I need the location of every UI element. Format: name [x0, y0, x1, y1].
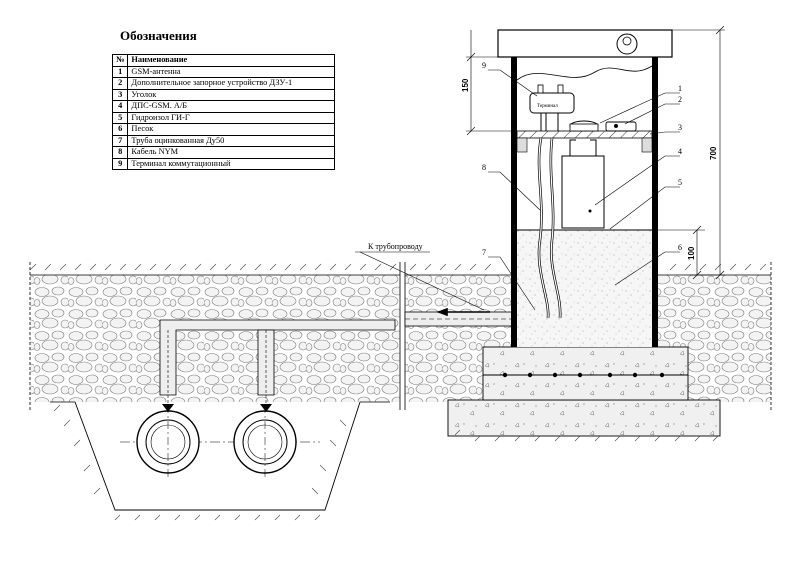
clamp-marks	[162, 404, 272, 412]
comm-terminal	[529, 92, 575, 114]
dimension-150-label: 150	[461, 78, 470, 92]
legend-row-num: 7	[111, 134, 129, 147]
dimension-100-label: 100	[687, 246, 696, 260]
dps-gsm-battery	[561, 155, 605, 229]
callout-7: 7	[482, 248, 486, 257]
callout-1: 1	[678, 84, 682, 93]
well-wall-right	[652, 57, 658, 347]
callout-9: 9	[482, 61, 486, 70]
callout-8: 8	[482, 163, 486, 172]
foundation-block	[482, 346, 689, 401]
wall-break-line	[516, 65, 653, 81]
callout-2: 2	[678, 95, 682, 104]
well-wall-left	[511, 57, 517, 347]
dps-mount-straps	[569, 139, 597, 156]
pipeline-trench	[74, 401, 361, 511]
legend-row-num: 8	[111, 146, 129, 159]
legend-title: Обозначения	[120, 28, 197, 43]
legend-row-name: Труба оцинкованная Ду50	[127, 134, 336, 147]
callout-5: 5	[678, 178, 682, 187]
pipeline-right	[233, 405, 297, 480]
legend-row-name: Песок	[127, 123, 336, 136]
foundation-slab	[447, 399, 721, 437]
comm-terminal-label: Терминал	[537, 104, 558, 109]
legend-row-num: 4	[111, 100, 129, 113]
nym-cable-2-inner	[550, 137, 561, 319]
gsm-antenna-base	[569, 123, 599, 132]
terminal-leads	[540, 113, 559, 131]
protective-pipe-left	[159, 319, 396, 396]
arrow-label: К трубопроводу	[368, 242, 423, 251]
legend-row-name: Кабель NYM	[127, 146, 336, 159]
callout-6: 6	[678, 243, 682, 252]
angle-bracket	[516, 130, 653, 139]
arrow-label-leader	[359, 251, 485, 311]
legend-row-num: 6	[111, 123, 129, 136]
sand-fill	[511, 230, 658, 347]
callout-leaders	[488, 69, 680, 311]
trench-hatching	[53, 404, 347, 521]
dimension-150	[466, 30, 515, 136]
nym-cable-inner	[538, 137, 549, 319]
pipeline-left	[136, 405, 200, 480]
foundation-base-hatching	[454, 429, 719, 442]
dimension-100	[658, 225, 705, 280]
angle-bracket-right-leg	[641, 137, 653, 153]
dimension-700	[672, 25, 725, 280]
callout-4: 4	[678, 147, 682, 156]
terminal-gland-left	[537, 84, 544, 94]
dps-indicator	[588, 209, 592, 213]
locking-device	[605, 121, 637, 132]
break-line-middle	[399, 262, 406, 410]
soil-hatching	[29, 263, 767, 271]
callout-3: 3	[678, 123, 682, 132]
reinforcement-points	[502, 372, 665, 378]
cable-in-pipe	[167, 330, 267, 408]
angle-bracket-left-leg	[516, 137, 528, 153]
dimension-700-label: 700	[709, 146, 718, 160]
gravel-layer-left	[30, 275, 400, 402]
locking-device-pin	[614, 124, 618, 128]
terminal-gland-right	[557, 84, 564, 94]
cover-lock-keyhole	[622, 36, 632, 46]
legend-row-name: Терминал коммутационный	[127, 157, 336, 170]
legend-row-num: 9	[111, 157, 129, 170]
well-cover	[497, 29, 673, 58]
